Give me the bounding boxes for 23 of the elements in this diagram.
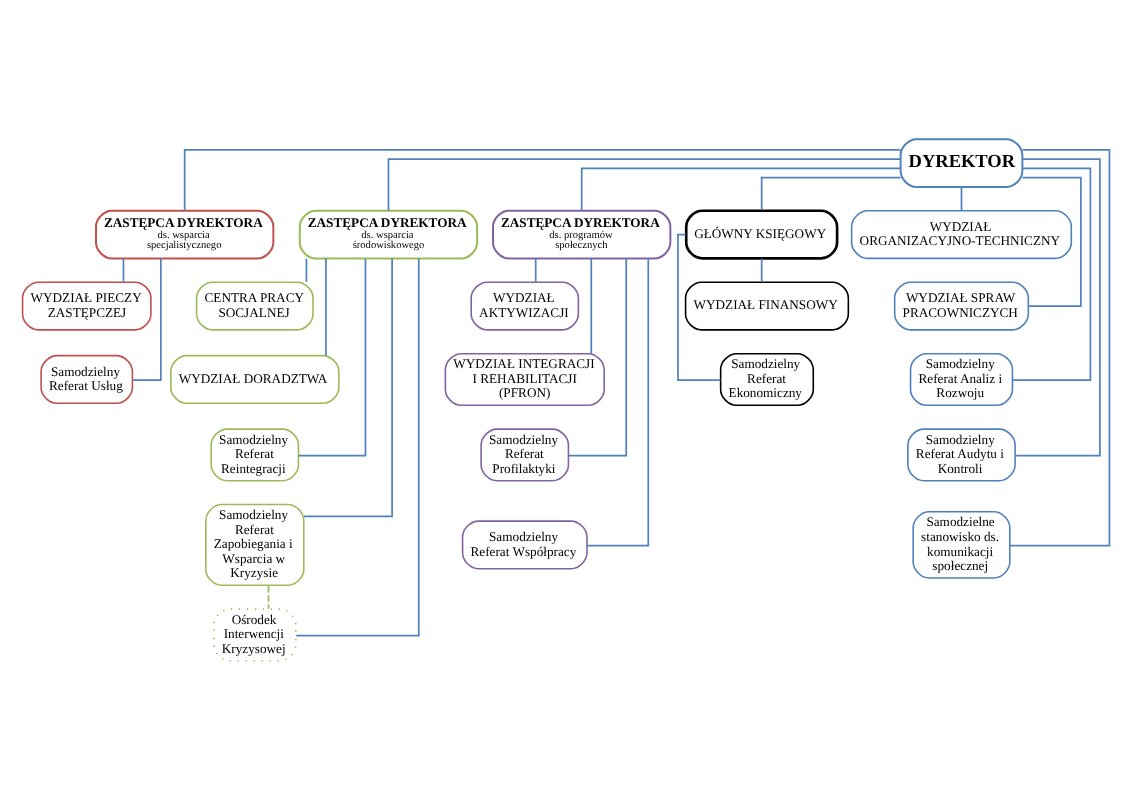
connector: [568, 257, 628, 457]
connector: [122, 257, 125, 283]
connector: [534, 257, 537, 283]
connector: [303, 257, 393, 518]
connector: [305, 257, 308, 283]
connector: [760, 176, 902, 211]
connector: [297, 257, 367, 457]
node-box: DYREKTOR: [899, 138, 1024, 188]
connector: [183, 149, 902, 212]
connector: [267, 584, 270, 610]
connector: [960, 186, 963, 212]
connector: [325, 257, 327, 357]
connector: [1021, 176, 1082, 307]
connector: [295, 257, 420, 637]
connector: [131, 257, 162, 381]
connector: [1009, 149, 1111, 547]
connector: [387, 158, 902, 212]
connector: [1011, 167, 1092, 381]
connector: [1014, 158, 1101, 457]
connector: [586, 257, 650, 547]
connector: [580, 167, 902, 212]
connector: [760, 257, 763, 283]
connector: [590, 257, 593, 355]
